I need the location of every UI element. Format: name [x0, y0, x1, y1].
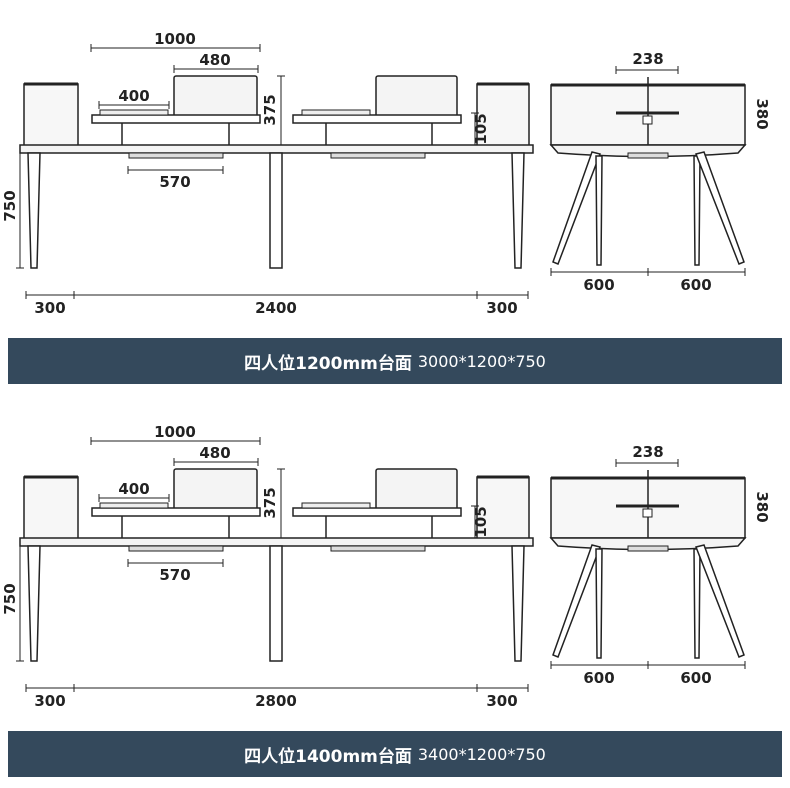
- dim-tray: 570: [159, 566, 190, 584]
- leg-right: [511, 545, 525, 662]
- leg-right: [511, 152, 525, 269]
- spec-banner: 四人位1200mm台面 3000*1200*750: [8, 338, 782, 384]
- left-cabinet: [23, 476, 79, 540]
- dim-desk-span: 2800: [255, 692, 297, 710]
- dim-side-right: 600: [680, 669, 711, 687]
- banner-size: 3400*1200*750: [417, 744, 546, 764]
- section-1400: 1000 480 400 375 105 570 750 300 2800 30…: [0, 393, 790, 787]
- side-clip-label-bg: [627, 42, 673, 68]
- shelf-tray-left: [99, 109, 169, 116]
- screen-left: [173, 75, 258, 121]
- elevation-drawing-1200: 1000 480 400 375 105 570 750 300 2400 30…: [1, 30, 771, 317]
- dim-shelf-width: 400: [118, 480, 149, 498]
- left-cabinet: [23, 83, 79, 147]
- shelf-tray-right: [301, 502, 371, 509]
- desktop: [19, 144, 534, 154]
- shelf-left: [91, 114, 261, 124]
- wire-tray-right: [330, 545, 426, 552]
- leg-center: [269, 152, 283, 269]
- dim-overall-top: 1000: [154, 30, 196, 48]
- dim-side-left: 600: [583, 276, 614, 294]
- dim-shelf-width: 400: [118, 87, 149, 105]
- dim-right-cabinet: 300: [486, 299, 517, 317]
- shelf-tray-left: [99, 502, 169, 509]
- desktop: [19, 537, 534, 547]
- dim-side-clip: 238: [632, 50, 663, 68]
- section-1200: 1000 480 400 375 105 570 750 300 2400 30…: [1, 30, 782, 384]
- banner-title: 四人位1200mm台面: [244, 353, 412, 374]
- screen-right: [375, 468, 458, 514]
- dim-leg-height: 750: [1, 190, 19, 221]
- side-leg: [552, 151, 602, 265]
- leg-left: [27, 545, 41, 662]
- dim-screen-width: 480: [199, 51, 230, 69]
- shelf-left: [91, 507, 261, 517]
- dim-side-right: 600: [680, 276, 711, 294]
- screen-left: [173, 468, 258, 514]
- dim-shelf-height: 105: [472, 506, 490, 537]
- leg-left: [27, 152, 41, 269]
- side-dimension-lines: [550, 66, 746, 276]
- banner-title: 四人位1400mm台面: [244, 746, 412, 767]
- dim-side-clip: 238: [632, 443, 663, 461]
- elevation-drawing-1400: 1000 480 400 375 105 570 750 300 2800 30…: [1, 423, 771, 710]
- dim-overall-top: 1000: [154, 423, 196, 441]
- side-leg: [595, 155, 603, 266]
- dim-side-height: 380: [753, 98, 771, 129]
- front-dimension-lines: [16, 44, 529, 299]
- wire-tray-left: [128, 152, 224, 159]
- shelf-right: [292, 114, 462, 124]
- dim-side-left: 600: [583, 669, 614, 687]
- wire-tray-right: [330, 152, 426, 159]
- front-dimension-lines: [16, 437, 529, 692]
- spec-banner: 四人位1400mm台面 3400*1200*750: [8, 731, 782, 777]
- dim-desk-span: 2400: [255, 299, 297, 317]
- side-clip-label-bg: [627, 435, 673, 461]
- side-leg: [693, 548, 701, 659]
- side-leg: [694, 544, 745, 658]
- shelf-tray-right: [301, 109, 371, 116]
- side-view: [549, 77, 747, 266]
- dim-screen-height: 375: [261, 94, 279, 125]
- side-leg: [595, 548, 603, 659]
- dim-tray: 570: [159, 173, 190, 191]
- wire-tray-left: [128, 545, 224, 552]
- side-leg: [693, 155, 701, 266]
- right-cabinet: [476, 83, 530, 147]
- dim-side-height: 380: [753, 491, 771, 522]
- side-dimension-lines: [550, 459, 746, 669]
- screen-right: [375, 75, 458, 121]
- dim-screen-height: 375: [261, 487, 279, 518]
- banner-size: 3000*1200*750: [417, 351, 546, 371]
- side-leg: [694, 151, 745, 265]
- right-cabinet: [476, 476, 530, 540]
- dim-screen-width: 480: [199, 444, 230, 462]
- dim-right-cabinet: 300: [486, 692, 517, 710]
- dim-leg-height: 750: [1, 583, 19, 614]
- dim-left-cabinet: 300: [34, 299, 65, 317]
- side-view: [549, 470, 747, 659]
- shelf-right: [292, 507, 462, 517]
- dim-left-cabinet: 300: [34, 692, 65, 710]
- side-leg: [552, 544, 602, 658]
- leg-center: [269, 545, 283, 662]
- dim-shelf-height: 105: [472, 113, 490, 144]
